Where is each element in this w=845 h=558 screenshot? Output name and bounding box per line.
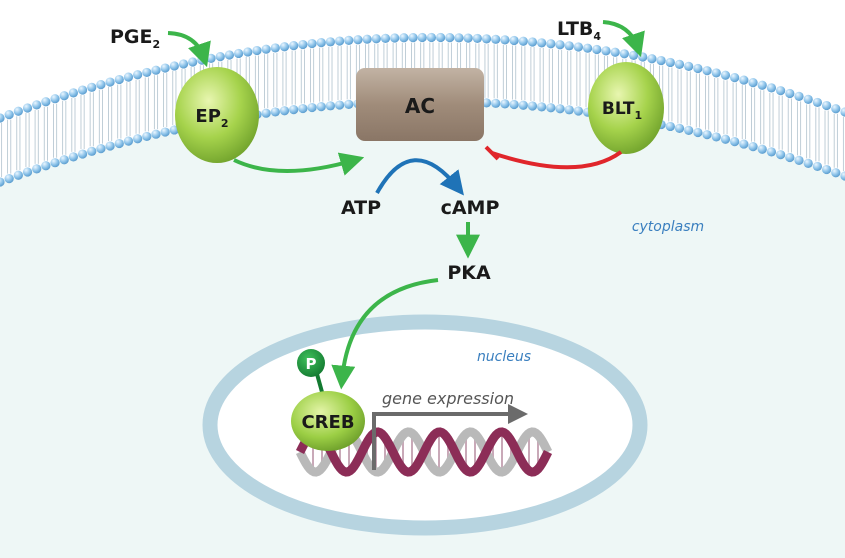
ep2-activates-ac-arrow: [233, 152, 365, 176]
ep2-label: EP2: [195, 106, 228, 130]
atp-to-camp-arrow: [375, 158, 464, 196]
ltb4-binding-arrow: [602, 20, 645, 58]
blt1-receptor: [588, 62, 664, 154]
gene-expression-label: gene expression: [382, 389, 514, 408]
ep2-receptor: [175, 67, 259, 163]
pka-to-creb-arrow: [331, 278, 439, 390]
pge2-label: PGE2: [110, 26, 160, 51]
ac-label: AC: [405, 94, 435, 118]
inhibition-bar: [484, 145, 500, 161]
phosphate-group: [297, 349, 325, 377]
pge2-binding-arrow: [167, 31, 211, 68]
atp-label: ATP: [341, 197, 381, 219]
phosphate-label: P: [306, 355, 317, 373]
blt1-label: BLT1: [602, 99, 642, 122]
phospho-link: [315, 373, 324, 393]
blt1-inhibits-ac-line: [491, 150, 623, 170]
creb-protein: [291, 391, 365, 451]
adenylyl-cyclase: [356, 68, 484, 141]
cytoplasm-label: cytoplasm: [632, 219, 704, 235]
camp-label: cAMP: [441, 197, 500, 219]
nuclear-envelope: [202, 314, 648, 536]
nucleus-label: nucleus: [477, 349, 531, 365]
pka-label: PKA: [447, 262, 491, 284]
ltb4-label: LTB4: [557, 18, 601, 43]
transcription-start-arrow: [372, 404, 528, 470]
creb-label: CREB: [301, 412, 354, 433]
